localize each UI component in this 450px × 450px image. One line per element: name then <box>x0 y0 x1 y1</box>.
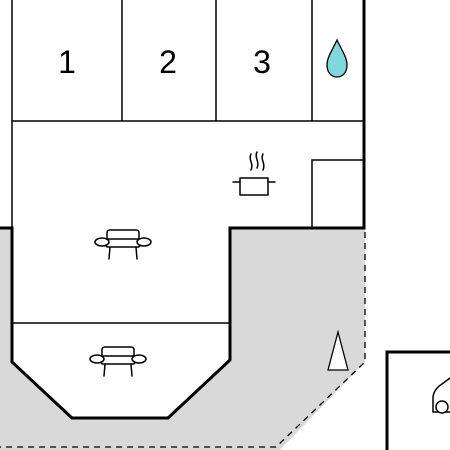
terrace-dashed-edge <box>0 232 366 448</box>
sofa-icon <box>94 229 152 260</box>
tent-icon <box>327 329 349 371</box>
sofa-icon <box>89 346 147 377</box>
house-outer-wall <box>0 0 366 420</box>
kitchen-cabinet <box>311 159 364 228</box>
room-number-2: 2 <box>159 44 177 80</box>
room-number-3: 3 <box>253 44 271 80</box>
cooking-pot-icon <box>232 151 276 196</box>
car-icon <box>432 377 450 414</box>
room-number-1: 1 <box>58 44 76 80</box>
terrace-area <box>0 228 365 450</box>
water-drop-icon <box>326 38 348 78</box>
